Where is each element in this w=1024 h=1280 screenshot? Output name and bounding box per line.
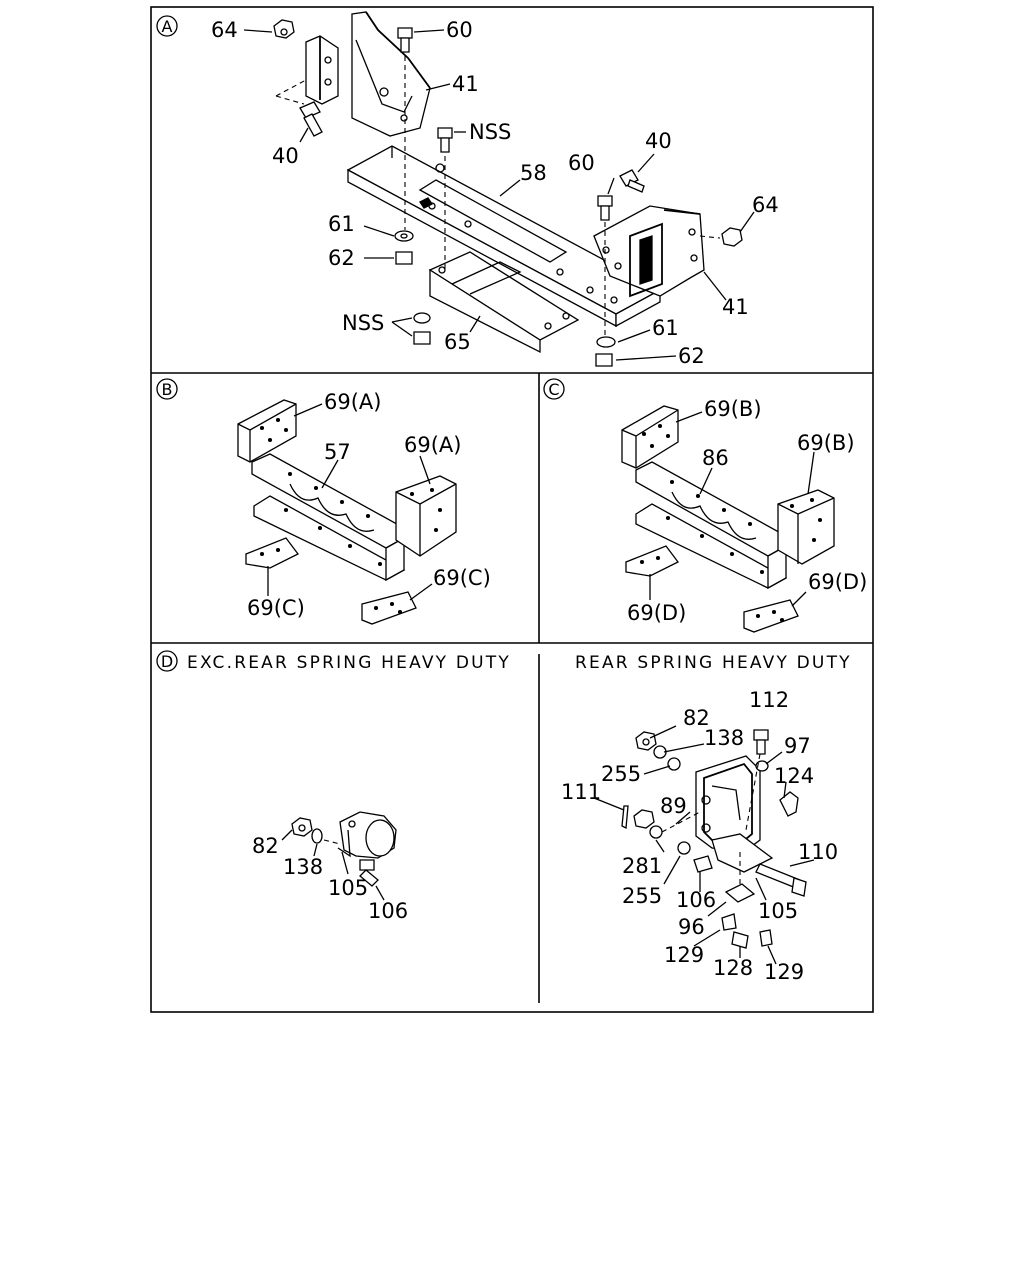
callout-89: 89 <box>660 794 687 818</box>
leader-lines-panel-a <box>243 29 755 361</box>
panel-d-marker: D <box>156 650 178 672</box>
panel-c: C <box>543 378 867 633</box>
callout-nss: NSS <box>342 311 384 335</box>
callout-82: 82 <box>252 834 279 858</box>
leader-lines-panel-c <box>649 411 815 607</box>
callout-110: 110 <box>798 840 838 864</box>
callout-69d: 69(D) <box>627 601 686 625</box>
frame-member-58-drawing <box>346 145 662 328</box>
callouts-panel-d-left: 82 138 105 106 <box>252 834 408 923</box>
callout-128: 128 <box>713 956 753 980</box>
member-86-drawing <box>621 405 835 633</box>
bracket-41-left-drawing <box>305 11 431 137</box>
callout-96: 96 <box>678 915 705 939</box>
callout-64: 64 <box>752 193 779 217</box>
callouts-panel-b: 69(A) 57 69(A) 69(C) 69(C) <box>247 390 491 620</box>
callout-69c: 69(C) <box>247 596 305 620</box>
callout-105: 105 <box>758 899 798 923</box>
callout-69b: 69(B) <box>797 431 855 455</box>
bracket-41-right-drawing <box>593 205 705 298</box>
callout-69d: 69(D) <box>808 570 867 594</box>
callouts-panel-a: 64 60 41 40 NSS 58 60 40 64 61 62 41 NSS… <box>211 18 779 368</box>
callout-129: 129 <box>764 960 804 984</box>
svg-text:A: A <box>162 17 173 36</box>
callout-255: 255 <box>601 762 641 786</box>
callout-138: 138 <box>283 855 323 879</box>
panel-d: D EXC.REAR SPRING HEAVY DUTY REAR SPRING… <box>156 650 852 984</box>
callout-40: 40 <box>272 144 299 168</box>
plate-65-drawing <box>428 251 580 354</box>
callout-61: 61 <box>328 212 355 236</box>
callout-112: 112 <box>749 688 789 712</box>
callout-62: 62 <box>328 246 355 270</box>
callout-129: 129 <box>664 943 704 967</box>
caption-exc-rear-spring-heavy-duty: EXC.REAR SPRING HEAVY DUTY <box>187 653 511 673</box>
callout-41: 41 <box>722 295 749 319</box>
callout-62: 62 <box>678 344 705 368</box>
callout-58: 58 <box>520 161 547 185</box>
callout-60: 60 <box>568 151 595 175</box>
callout-60: 60 <box>446 18 473 42</box>
callout-106: 106 <box>676 888 716 912</box>
panel-a-marker: A <box>156 15 178 37</box>
svg-text:C: C <box>548 380 559 399</box>
callout-69a: 69(A) <box>324 390 381 414</box>
callout-105: 105 <box>328 876 368 900</box>
panel-b-marker: B <box>156 378 178 400</box>
callout-nss: NSS <box>469 120 511 144</box>
callout-40: 40 <box>645 129 672 153</box>
spring-bracket-right-drawing <box>621 729 807 949</box>
callout-82: 82 <box>683 706 710 730</box>
fasteners-panel-a <box>273 19 743 367</box>
callout-69b: 69(B) <box>704 397 762 421</box>
svg-text:D: D <box>161 652 173 671</box>
spring-bracket-left-drawing <box>291 811 397 887</box>
svg-text:B: B <box>162 380 173 399</box>
callout-41: 41 <box>452 72 479 96</box>
member-57-drawing <box>237 399 457 625</box>
diagram-frame <box>150 6 874 1013</box>
callout-61: 61 <box>652 316 679 340</box>
callout-57: 57 <box>324 440 351 464</box>
callout-138: 138 <box>704 726 744 750</box>
panel-c-marker: C <box>543 378 565 400</box>
leader-lines-panel-d-right <box>593 725 815 965</box>
callout-64: 64 <box>211 18 238 42</box>
caption-rear-spring-heavy-duty: REAR SPRING HEAVY DUTY <box>575 653 852 673</box>
leader-lines-panel-b <box>267 403 433 601</box>
callout-255: 255 <box>622 884 662 908</box>
callouts-panel-d-right: 82 112 138 97 255 124 111 89 110 281 255… <box>561 688 838 984</box>
callout-69a: 69(A) <box>404 433 461 457</box>
callout-86: 86 <box>702 446 729 470</box>
callout-111: 111 <box>561 780 601 804</box>
panel-a: A <box>156 11 779 368</box>
callouts-panel-c: 69(B) 86 69(B) 69(D) 69(D) <box>627 397 867 625</box>
callout-106: 106 <box>368 899 408 923</box>
leader-lines-panel-d-left <box>281 829 385 901</box>
callout-97: 97 <box>784 734 811 758</box>
callout-281: 281 <box>622 854 662 878</box>
callout-65: 65 <box>444 330 471 354</box>
callout-69c: 69(C) <box>433 566 491 590</box>
panel-b: B <box>156 378 491 625</box>
callout-124: 124 <box>774 764 814 788</box>
